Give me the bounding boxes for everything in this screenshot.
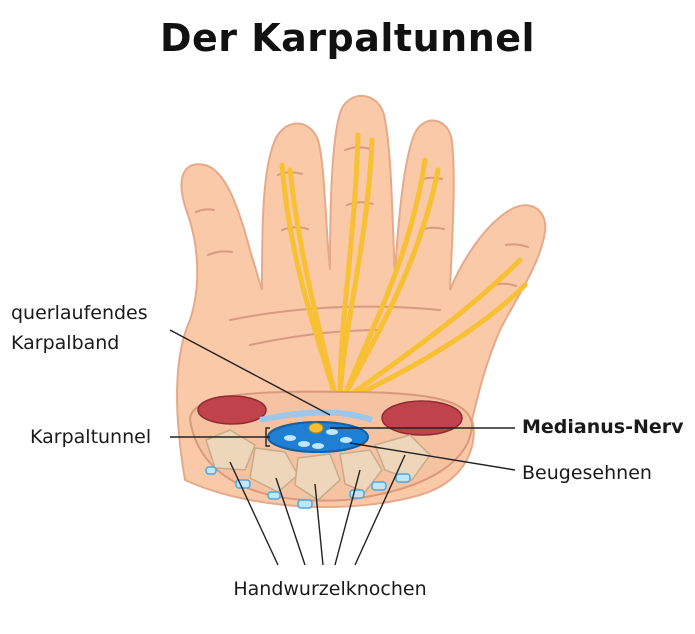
transverse-ligament: [259, 409, 374, 423]
leader-beugesehnen: [349, 442, 516, 471]
leader-bone-1: [229, 461, 279, 566]
label-handwurzelknochen: Handwurzelknochen: [233, 578, 427, 600]
leader-bone-3: [314, 483, 324, 566]
label-beugesehnen: Beugesehnen: [522, 462, 652, 484]
label-karpaltunnel: Karpaltunnel: [30, 426, 152, 448]
carpal-bones: [205, 429, 431, 501]
leader-querlaufendes: [169, 329, 331, 416]
median-nerve-dot: [308, 422, 324, 434]
label-medianus-nerv: Medianus-Nerv: [522, 416, 684, 438]
leader-lines: [169, 329, 516, 566]
muscle-right: [381, 400, 463, 436]
leader-bone-4: [334, 469, 361, 566]
wrist-cross-section: [188, 390, 474, 509]
muscle-left: [197, 395, 267, 425]
label-querlaufendes-line2: Karpalband: [11, 332, 120, 354]
median-nerve-branches: [279, 132, 528, 401]
page-title: Der Karpaltunnel: [159, 16, 536, 60]
leader-bone-2: [275, 477, 306, 566]
label-querlaufendes-line1: querlaufendes: [11, 302, 148, 324]
flexor-tendons: [284, 429, 352, 449]
bracket-karpaltunnel: [265, 427, 270, 447]
leader-bone-5: [354, 454, 406, 566]
